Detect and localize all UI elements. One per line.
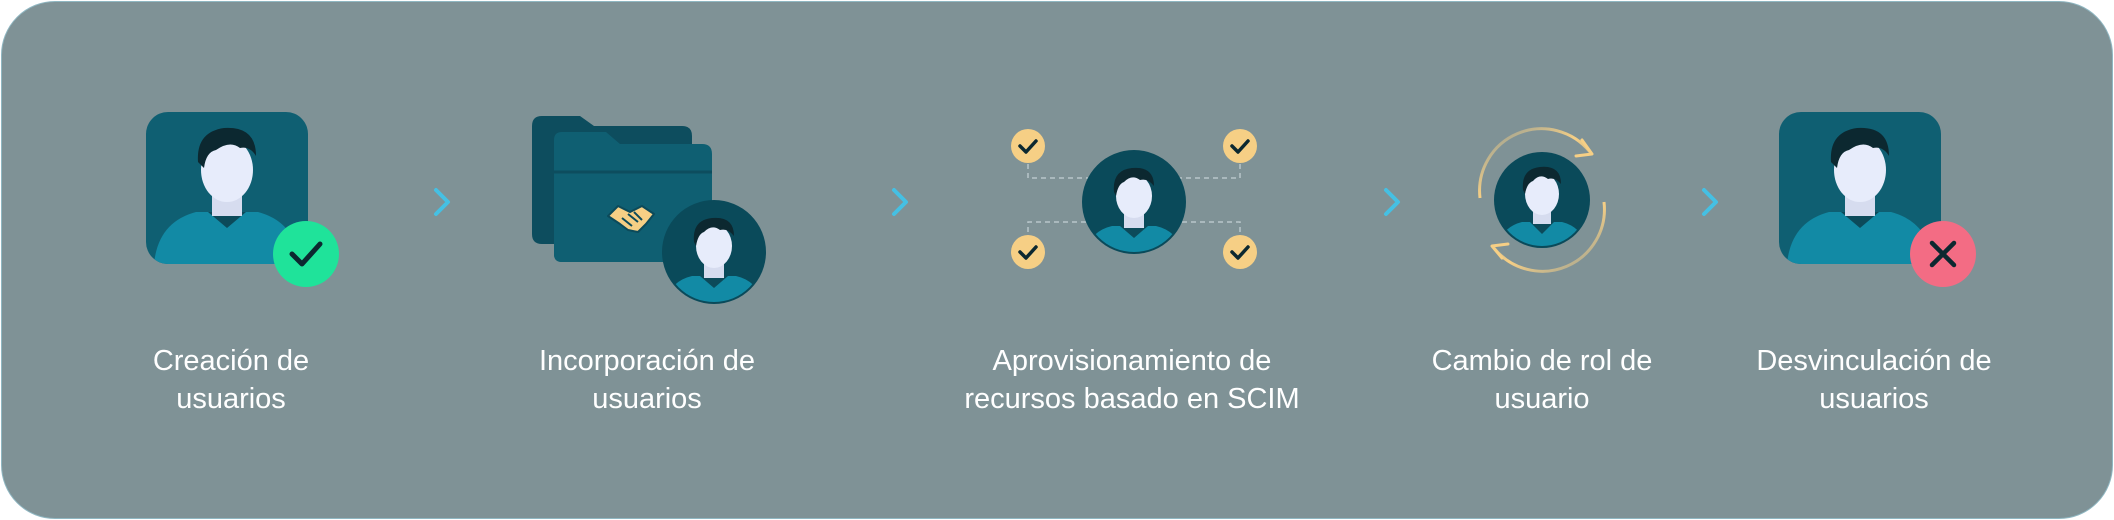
check-badge-icon [1223, 235, 1257, 269]
label-line: Cambio de rol de [1431, 345, 1653, 377]
stage-role-change [1472, 126, 1612, 276]
role-change-icon [1478, 127, 1606, 273]
user-offboarding-icon [1779, 112, 1976, 287]
check-badge-icon [1011, 129, 1045, 163]
stage-label-role-change: Cambio de rol de usuario [1402, 342, 1682, 418]
arrow-right-icon [852, 188, 908, 216]
stage-user-creation [146, 110, 346, 290]
stage-label-user-offboarding: Desvinculación de usuarios [1729, 342, 2019, 418]
handshake-icon [607, 205, 655, 233]
check-badge-icon [1011, 235, 1045, 269]
stage-label-user-creation: Creación de usuarios [96, 342, 366, 418]
label-line: usuarios [176, 383, 286, 415]
label-line: Aprovisionamiento de [992, 345, 1272, 377]
label-line: recursos basado en SCIM [964, 383, 1300, 415]
arrow-right-icon [394, 188, 450, 216]
label-line: usuarios [592, 383, 702, 415]
stage-scim-provisioning [1008, 126, 1258, 276]
stage-label-scim-provisioning: Aprovisionamiento de recursos basado en … [922, 342, 1342, 418]
check-badge-icon [1223, 129, 1257, 163]
label-line: Incorporación de [538, 345, 756, 377]
user-onboarding-icon [532, 116, 766, 304]
label-line: Creación de [152, 345, 310, 377]
stage-label-user-onboarding: Incorporación de usuarios [512, 342, 782, 418]
stage-user-onboarding [532, 112, 772, 312]
user-added-icon [146, 112, 339, 287]
scim-provisioning-icon [1011, 129, 1257, 269]
stage-user-offboarding [1779, 110, 1979, 290]
label-line: Desvinculación de [1756, 345, 1992, 377]
arrow-right-icon [1662, 188, 1718, 216]
arrow-right-icon [1344, 188, 1400, 216]
label-line: usuario [1494, 383, 1590, 415]
label-line: usuarios [1819, 383, 1929, 415]
